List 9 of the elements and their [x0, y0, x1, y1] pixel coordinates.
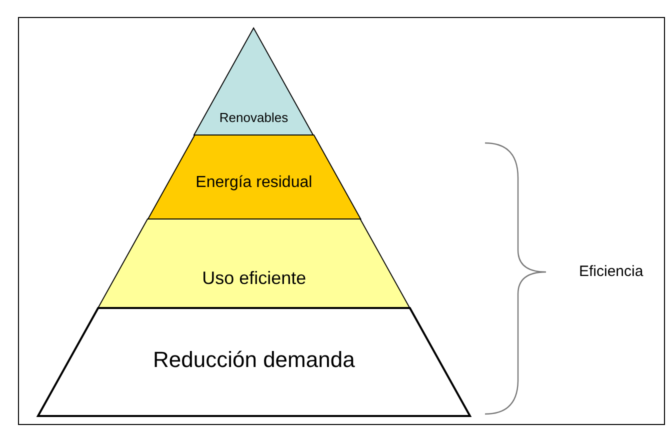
layer-label: Renovables: [219, 110, 288, 125]
pyramid-layer: [38, 308, 470, 416]
pyramid-layer: [194, 28, 314, 135]
pyramid-layer: [148, 135, 360, 219]
layer-label: Energía residual: [196, 174, 312, 192]
bracket-label: Eficiencia: [579, 263, 644, 280]
layer-label: Uso eficiente: [202, 268, 306, 289]
layer-label: Reducción demanda: [153, 347, 355, 373]
pyramid-layer: [98, 219, 410, 308]
